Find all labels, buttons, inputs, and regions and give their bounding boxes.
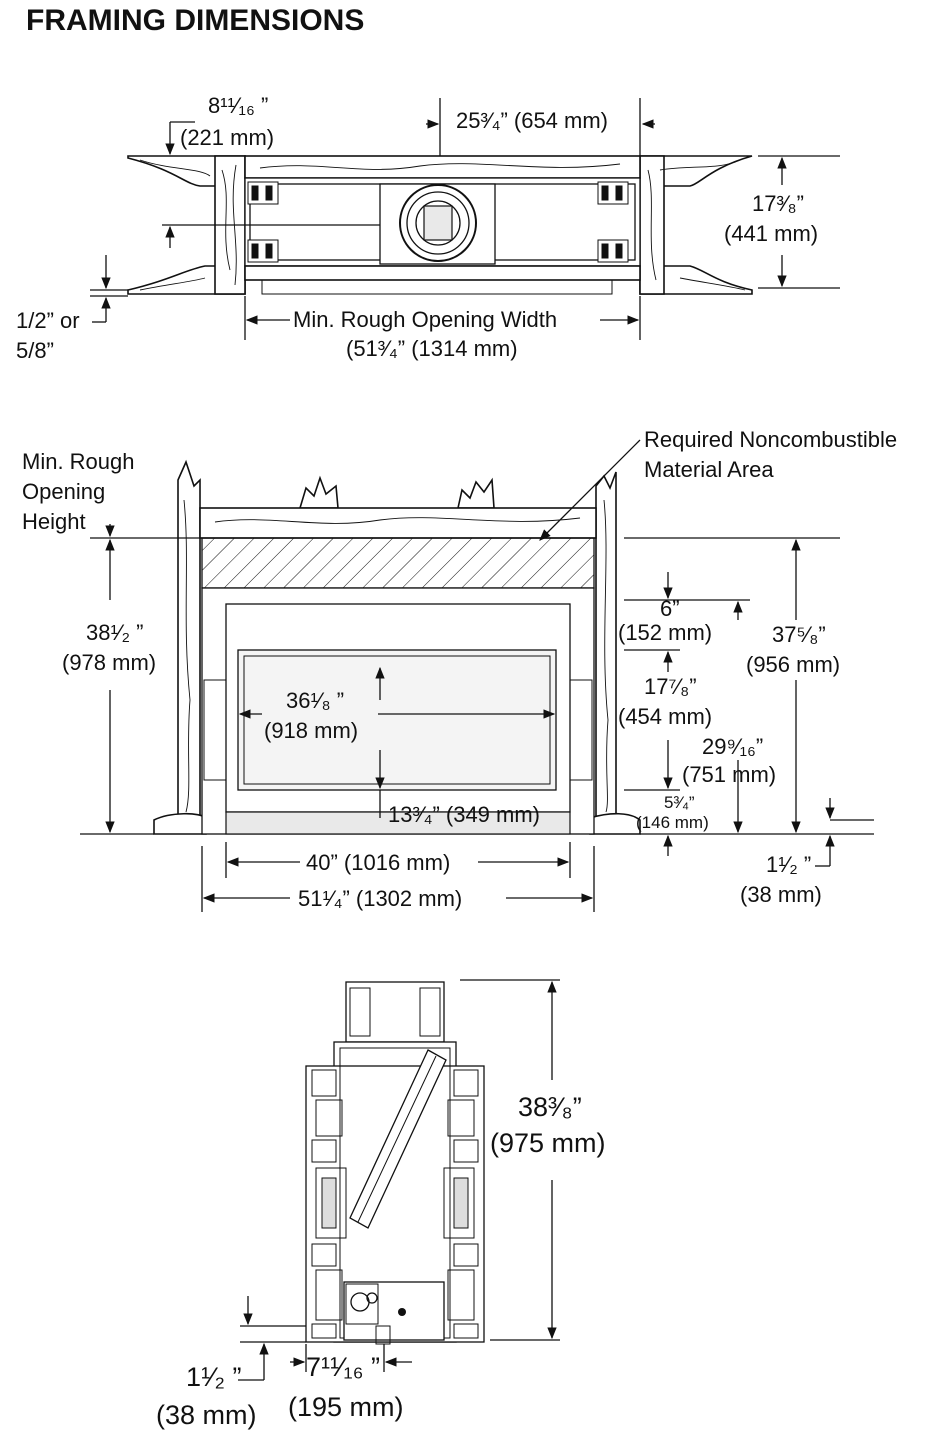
front-view: Min. Rough Opening Height Required Nonco… [22, 427, 897, 912]
dim-overall-height-2: (956 mm) [746, 652, 840, 677]
dim-top-gap-2: (152 mm) [618, 620, 712, 645]
dim-side-depth-1: 38³⁄₈” [518, 1092, 582, 1122]
dim-rough-height-1: 38¹⁄₂ ” [86, 620, 143, 645]
dim-depth-2: (441 mm) [724, 221, 818, 246]
dim-17-7-8-1: 17⁷⁄₈” [644, 674, 697, 699]
dim-rough-width-1: Min. Rough Opening Width [293, 307, 557, 332]
dim-drywall-2: 5/8” [16, 338, 54, 363]
dim-5-3-4-1: 5³⁄₄” [664, 793, 695, 812]
dim-bottom-left-2: (38 mm) [156, 1400, 257, 1430]
dim-side-offset-2: (221 mm) [180, 125, 274, 150]
dim-overall-width: 51¹⁄₄” (1302 mm) [298, 886, 462, 911]
dim-side-offset-1: 8¹¹⁄₁₆ ” [208, 93, 268, 118]
label-rough-height-3: Height [22, 509, 86, 534]
dim-base-1: 1¹⁄₂ ” [766, 852, 811, 877]
dim-depth-1: 17³⁄₈” [752, 191, 804, 216]
dim-bottom-left-1: 1¹⁄₂ ” [186, 1362, 242, 1392]
dim-rough-height-2: (978 mm) [62, 650, 156, 675]
label-rough-height-2: Opening [22, 479, 105, 504]
dim-5-3-4-2: (146 mm) [636, 813, 709, 832]
dim-bottom-offset-1: 7¹¹⁄₁₆ ” [306, 1352, 380, 1382]
label-rough-height-1: Min. Rough [22, 449, 135, 474]
dim-glass-width-2: (918 mm) [264, 718, 358, 743]
dim-drywall-1: 1/2” or [16, 308, 80, 333]
label-noncombustible-2: Material Area [644, 457, 774, 482]
dim-bottom-offset-2: (195 mm) [288, 1392, 404, 1422]
dim-opening-width: 40” (1016 mm) [306, 850, 450, 875]
dim-side-depth-2: (975 mm) [490, 1128, 606, 1158]
top-view: 8¹¹⁄₁₆ ” (221 mm) 25³⁄₄” (654 mm) 17³⁄₈”… [16, 93, 840, 363]
dim-glass-width-1: 36¹⁄₈ ” [286, 688, 344, 713]
dim-17-7-8-2: (454 mm) [618, 704, 712, 729]
side-view: 38³⁄₈” (975 mm) 1¹⁄₂ ” (38 mm) 7¹¹⁄₁₆ ” … [156, 979, 606, 1430]
label-noncombustible-1: Required Noncombustible [644, 427, 897, 452]
dim-rough-width-2: (51³⁄₄” (1314 mm) [346, 336, 518, 361]
dim-base-2: (38 mm) [740, 882, 822, 907]
dim-glass-height: 13³⁄₄” (349 mm) [388, 802, 540, 827]
page-title: FRAMING DIMENSIONS [26, 4, 365, 37]
dim-29-9-16-1: 29⁹⁄₁₆” [702, 734, 763, 759]
dim-29-9-16-2: (751 mm) [682, 762, 776, 787]
dim-vent-center: 25³⁄₄” (654 mm) [456, 108, 608, 133]
dim-top-gap-1: 6” [660, 596, 680, 621]
dim-overall-height-1: 37⁵⁄₈” [772, 622, 826, 647]
